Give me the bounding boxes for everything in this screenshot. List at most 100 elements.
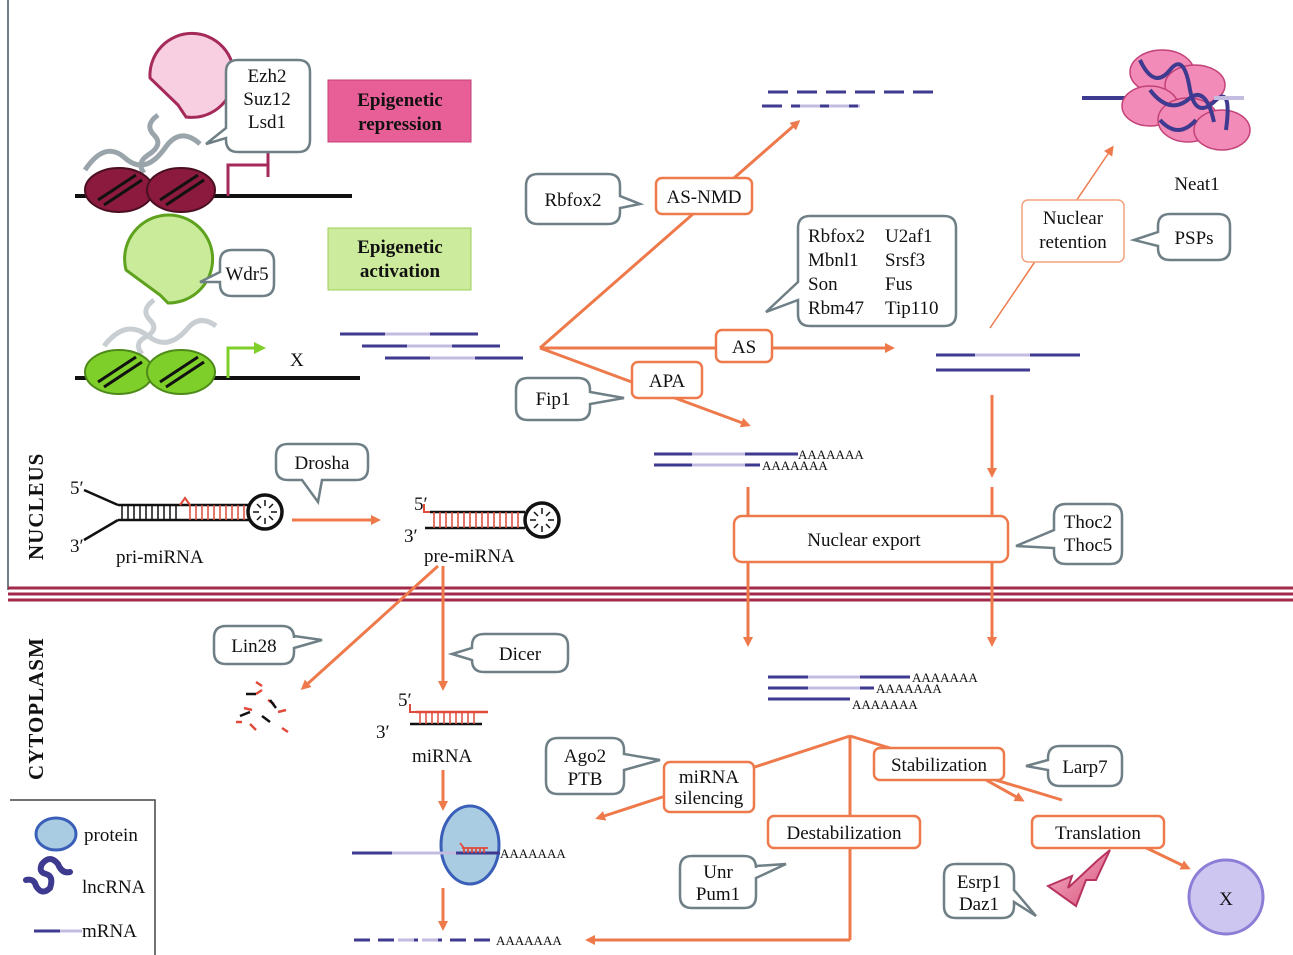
polya-apa-1: AAAAAAA: [798, 447, 864, 462]
factor-esrp1: Esrp1: [957, 872, 1001, 893]
nuclear-export-box: Nuclear export: [732, 514, 1010, 564]
factor-fip1: Fip1: [536, 389, 571, 410]
neat1-label: Neat1: [1174, 174, 1219, 195]
arrow-to-as-nmd: [539, 120, 801, 350]
as-box: AS: [714, 328, 774, 364]
svg-text:Stabilization: Stabilization: [891, 755, 988, 776]
mirna-label: miRNA: [412, 746, 472, 767]
factor-suz12: Suz12: [243, 89, 291, 110]
factor-rbm47: Rbm47: [808, 298, 864, 319]
svg-text:repression: repression: [358, 114, 442, 135]
polya-cyto-2: AAAAAAA: [876, 681, 942, 696]
legend-protein: protein: [84, 825, 138, 846]
svg-text:Nuclear: Nuclear: [1043, 208, 1104, 229]
legend-lncrna-icon: [23, 856, 73, 895]
pri-mirna-label: pri-miRNA: [116, 547, 204, 568]
legend-lncrna: lncRNA: [82, 877, 146, 898]
factor-dicer: Dicer: [499, 644, 542, 665]
factor-rbfox2: Rbfox2: [808, 226, 865, 247]
repressed-promoter-icon: [226, 153, 270, 196]
factor-ago2: Ago2: [564, 746, 606, 767]
epigenetic-repression-box: Epigenetic repression: [327, 79, 472, 143]
target-gene-x: X: [290, 350, 304, 371]
polya-cyto-3: AAAAAAA: [852, 697, 918, 712]
svg-text:Epigenetic: Epigenetic: [357, 90, 443, 111]
svg-text:retention: retention: [1039, 232, 1107, 253]
factor-tip110: Tip110: [885, 298, 939, 319]
factor-mbnl1: Mbnl1: [808, 250, 859, 271]
callout-psps: PSPs: [1129, 212, 1232, 262]
nucleosomes-active: [84, 349, 216, 395]
translation-box: Translation: [1030, 814, 1166, 850]
stabilization-box: Stabilization: [872, 746, 1006, 782]
factor-daz1: Daz1: [959, 894, 999, 915]
svg-text:APA: APA: [649, 371, 686, 392]
pre-mirna-hairpin-icon: [423, 501, 561, 539]
nmd-degraded-mrna: [762, 90, 935, 108]
pre-mirna-label: pre-miRNA: [424, 546, 515, 567]
nuclear-retention-box: Nuclear retention: [1021, 199, 1125, 263]
protein-x: X: [1187, 858, 1265, 936]
degraded-mirna-fragments-icon: [236, 680, 289, 734]
as-nmd-box: AS-NMD: [654, 176, 754, 216]
callout-rbfox2-nmd: Rbfox2: [524, 172, 645, 226]
factor-unr: Unr: [703, 862, 733, 883]
legend-mrna: mRNA: [82, 921, 137, 942]
factor-son: Son: [808, 274, 838, 295]
svg-text:activation: activation: [360, 261, 441, 282]
svg-text:Nuclear export: Nuclear export: [807, 530, 921, 551]
factor-srsf3: Srsf3: [885, 250, 925, 271]
factor-thoc2: Thoc2: [1064, 512, 1113, 533]
callout-larp7: Larp7: [1025, 744, 1124, 788]
wdr5-pacman-icon: [123, 213, 215, 305]
apa-box: APA: [630, 360, 704, 400]
svg-text:AS-NMD: AS-NMD: [667, 187, 742, 208]
factor-u2af1: U2af1: [885, 226, 932, 247]
polya-cyto-1: AAAAAAA: [912, 670, 978, 685]
polya-degraded: AAAAAAA: [496, 933, 562, 948]
callout-unr-pum1: Unr Pum1: [678, 854, 787, 910]
pre-five-prime: 5′: [414, 494, 428, 515]
repression-complex: [82, 31, 236, 175]
factor-ptb: PTB: [568, 769, 603, 790]
mirna-three-prime: 3′: [376, 722, 390, 743]
apa-mrna-products: AAAAAAA AAAAAAA: [654, 447, 864, 473]
callout-wdr5: Wdr5: [199, 248, 276, 298]
destabilization-box: Destabilization: [766, 814, 922, 850]
pre-three-prime: 3′: [404, 526, 418, 547]
risc-protein-icon: [439, 804, 501, 886]
lncrna-activating-icon: [136, 297, 157, 356]
callout-esrp1-daz1: Esrp1 Daz1: [942, 862, 1037, 920]
svg-text:Destabilization: Destabilization: [786, 823, 902, 844]
nucleus-label: NUCLEUS: [24, 453, 48, 560]
cytoplasm-label: CYTOPLASM: [24, 637, 48, 780]
callout-ago2-ptb: Ago2 PTB: [544, 736, 661, 796]
svg-text:miRNA: miRNA: [679, 767, 739, 788]
callout-dicer: Dicer: [447, 632, 570, 674]
arrow-pre-to-degraded: [300, 564, 440, 691]
legend: protein lncRNA mRNA: [10, 799, 156, 955]
svg-text:AS: AS: [732, 337, 756, 358]
factor-drosha: Drosha: [295, 453, 350, 474]
pre-mrna-transcripts: [340, 332, 523, 360]
factor-thoc5: Thoc5: [1064, 535, 1113, 556]
factor-ezh2: Ezh2: [247, 66, 286, 87]
nuclear-membrane: [8, 586, 1293, 602]
polya-risc: AAAAAAA: [500, 846, 566, 861]
callout-lin28: Lin28: [212, 624, 323, 666]
mirna-five-prime: 5′: [398, 690, 412, 711]
svg-text:Translation: Translation: [1055, 823, 1141, 844]
activation-complex: [102, 213, 218, 356]
factor-lsd1: Lsd1: [248, 112, 286, 133]
callout-thoc: Thoc2 Thoc5: [1015, 502, 1124, 566]
active-promoter-arrow: [226, 342, 266, 378]
svg-text:Epigenetic: Epigenetic: [357, 237, 443, 258]
as-mrna-products: [936, 353, 1080, 372]
legend-protein-icon: [34, 816, 78, 852]
callout-fip1: Fip1: [514, 376, 625, 422]
callout-as-factors: Rbfox2 Mbnl1 Son Rbm47 U2af1 Srsf3 Fus T…: [765, 214, 958, 328]
pri-three-prime: 3′: [70, 536, 84, 557]
risc-on-mrna: AAAAAAA: [352, 804, 566, 886]
svg-text:X: X: [1219, 889, 1233, 910]
